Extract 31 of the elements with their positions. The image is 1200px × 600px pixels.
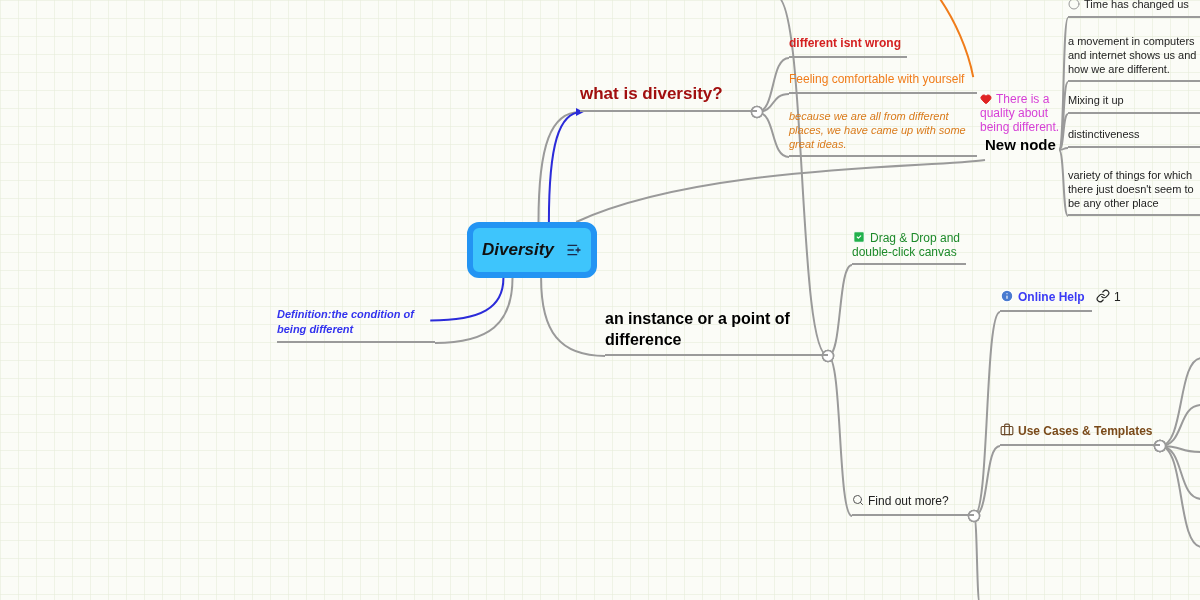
central-topic <box>467 222 597 278</box>
topic-text: Diversity <box>482 239 554 262</box>
topic-text: different isnt wrong <box>789 35 901 52</box>
branch-line <box>1058 149 1069 217</box>
topic-text: New node <box>985 134 1056 155</box>
topic-text: Time has changed us <box>1068 0 1189 12</box>
topic-text: Feeling comfortable with yourself <box>789 71 965 88</box>
topic-text: distinctiveness <box>1068 126 1140 142</box>
topic-text: Use Cases & Templates <box>1000 422 1153 440</box>
branch-line <box>429 277 505 322</box>
topic-text: an instance or a point of difference <box>605 309 791 350</box>
topic-text: Mixing it up <box>1068 92 1124 108</box>
topic-text: Definition:the condition of being different <box>277 307 416 337</box>
arrow <box>547 108 584 223</box>
branch-line <box>575 159 986 223</box>
topic-text: what is diversity? <box>580 82 723 105</box>
branch-line <box>540 277 606 357</box>
branch-line <box>1058 113 1069 151</box>
link-count: 1 <box>1096 288 1121 306</box>
topic-text: Drag & Drop and double-click canvas <box>852 230 962 259</box>
topic-text: because we are all from different places, we have came up with some great ideas. <box>789 109 967 151</box>
branch-line <box>937 0 975 79</box>
branch-line <box>1058 147 1069 151</box>
topic-text: Find out more? <box>852 492 949 510</box>
topic-text: Online Help <box>1000 288 1085 306</box>
topic-text: There is a quality about being different. <box>980 92 1061 134</box>
branch-line <box>1058 81 1069 151</box>
topic-text: a movement in computers and internet shows us and how we are different. <box>1068 34 1198 76</box>
topic-text: variety of things for which there just doesn't seem to be any other place <box>1068 168 1195 210</box>
topic-node <box>1068 0 1200 18</box>
branch-line <box>434 277 514 344</box>
